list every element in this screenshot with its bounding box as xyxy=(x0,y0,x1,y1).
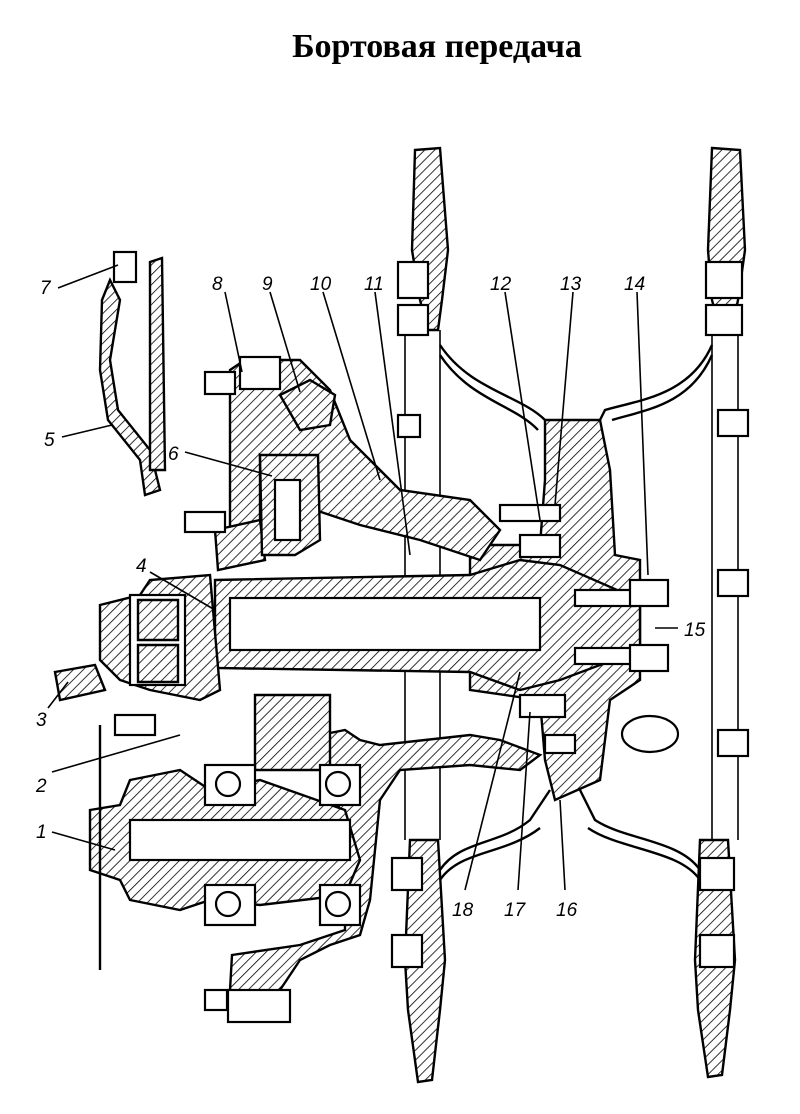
hub-flanges xyxy=(439,344,714,881)
callout-8: 8 xyxy=(212,274,223,295)
callout-labels: 1 2 3 4 5 6 7 8 9 10 11 12 13 14 15 16 1… xyxy=(35,274,706,921)
right-sprocket-rim xyxy=(693,146,750,1079)
driven-shaft xyxy=(213,558,670,692)
callout-7: 7 xyxy=(40,278,52,299)
callout-17: 17 xyxy=(504,900,527,921)
callout-12: 12 xyxy=(490,274,512,295)
callout-3: 3 xyxy=(36,710,47,731)
callout-13: 13 xyxy=(560,274,582,295)
callout-15: 15 xyxy=(684,620,706,641)
final-drive-housing xyxy=(183,355,543,1024)
callout-1: 1 xyxy=(36,822,47,843)
callout-10: 10 xyxy=(310,274,332,295)
callout-16: 16 xyxy=(556,900,578,921)
diagram-title: Бортовая передача xyxy=(292,28,582,65)
callout-11: 11 xyxy=(364,274,384,295)
brake-hub xyxy=(53,573,222,737)
callout-9: 9 xyxy=(262,274,273,295)
leader-lines xyxy=(47,264,678,891)
driven-gear xyxy=(253,453,332,772)
cover xyxy=(98,250,167,497)
breather xyxy=(278,378,337,432)
callout-14: 14 xyxy=(624,274,645,295)
callout-4: 4 xyxy=(136,556,147,577)
callout-6: 6 xyxy=(168,444,179,465)
callout-2: 2 xyxy=(35,776,47,797)
drive-shaft xyxy=(88,725,362,970)
plug xyxy=(620,714,680,754)
callout-5: 5 xyxy=(44,430,55,451)
callout-18: 18 xyxy=(452,900,474,921)
